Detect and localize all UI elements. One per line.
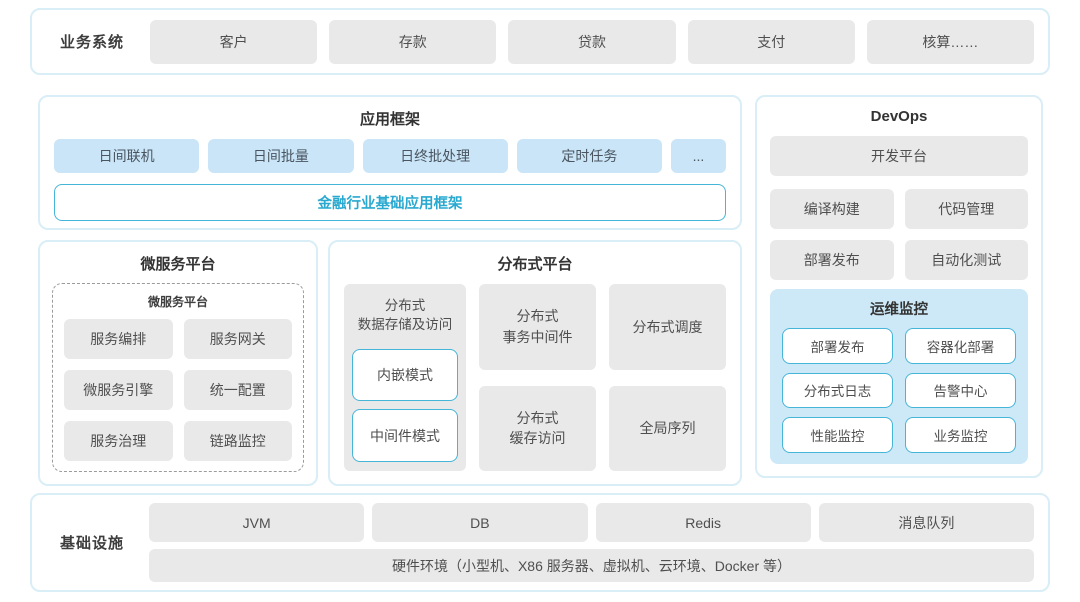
- app-framework-panel: 应用框架 日间联机 日间批量 日终批处理 定时任务 ... 金融行业基础应用框架: [38, 95, 742, 230]
- middle-area: 应用框架 日间联机 日间批量 日终批处理 定时任务 ... 金融行业基础应用框架…: [38, 95, 1043, 486]
- devops-item-build: 编译构建: [770, 189, 894, 229]
- business-item-payment: 支付: [687, 19, 855, 64]
- business-system-row: 客户 存款 贷款 支付 核算……: [150, 19, 1035, 64]
- devops-dev-platform: 开发平台: [770, 136, 1028, 176]
- microservice-dashed-container: 微服务平台 服务编排 服务网关 微服务引擎 统一配置 服务治理 链路监控: [52, 283, 304, 472]
- infrastructure-content: JVM DB Redis 消息队列 硬件环境（小型机、X86 服务器、虚拟机、云…: [149, 503, 1034, 582]
- microservice-panel: 微服务平台 微服务平台 服务编排 服务网关 微服务引擎 统一配置 服务治理 链路…: [38, 240, 318, 486]
- app-framework-item-daytime-online: 日间联机: [54, 139, 200, 173]
- devops-panel: DevOps 开发平台 编译构建 代码管理 部署发布 自动化测试 运维监控 部署…: [755, 95, 1043, 478]
- storage-mode-middleware: 中间件模式: [352, 409, 458, 462]
- infra-item-db: DB: [372, 503, 588, 542]
- distributed-storage-box: 分布式 数据存储及访问 内嵌模式 中间件模式: [344, 284, 466, 471]
- infrastructure-row: JVM DB Redis 消息队列: [149, 503, 1034, 542]
- microservice-item-engine: 微服务引擎: [64, 370, 173, 410]
- distributed-panel: 分布式平台 分布式 数据存储及访问 内嵌模式 中间件模式 分布式 事务中间件 分…: [328, 240, 742, 486]
- middle-left-column: 应用框架 日间联机 日间批量 日终批处理 定时任务 ... 金融行业基础应用框架…: [38, 95, 742, 486]
- business-item-accounting: 核算……: [866, 19, 1035, 64]
- distributed-storage-title: 分布式 数据存储及访问: [357, 298, 453, 332]
- distributed-column-3: 分布式调度 全局序列: [609, 284, 726, 471]
- distributed-item-transaction-middleware: 分布式 事务中间件: [479, 284, 596, 370]
- devops-item-deploy-release: 部署发布: [770, 240, 894, 280]
- business-item-customer: 客户: [150, 19, 318, 64]
- business-item-deposit: 存款: [329, 19, 497, 64]
- infrastructure-label: 基础设施: [59, 535, 124, 552]
- devops-grid: 编译构建 代码管理 部署发布 自动化测试: [770, 189, 1028, 280]
- monitoring-item-performance: 性能监控: [782, 417, 893, 453]
- app-framework-item-eod-batch: 日终批处理: [362, 139, 508, 173]
- financial-base-framework-box: 金融行业基础应用框架: [54, 184, 726, 221]
- ops-monitoring-title: 运维监控: [870, 302, 928, 318]
- infrastructure-panel: 基础设施 JVM DB Redis 消息队列 硬件环境（小型机、X86 服务器、…: [30, 493, 1050, 592]
- infra-item-mq: 消息队列: [818, 503, 1034, 542]
- business-system-label: 业务系统: [59, 34, 124, 51]
- distributed-column-2: 分布式 事务中间件 分布式 缓存访问: [479, 284, 596, 471]
- devops-item-auto-test: 自动化测试: [904, 240, 1028, 280]
- microservice-item-governance: 服务治理: [64, 421, 173, 461]
- microservice-grid: 服务编排 服务网关 微服务引擎 统一配置 服务治理 链路监控: [64, 319, 292, 461]
- microservice-item-config: 统一配置: [183, 370, 292, 410]
- infra-item-jvm: JVM: [149, 503, 365, 542]
- app-framework-item-scheduled-task: 定时任务: [516, 139, 662, 173]
- distributed-item-cache-access: 分布式 缓存访问: [479, 385, 596, 471]
- microservice-item-orchestration: 服务编排: [64, 319, 173, 359]
- monitoring-item-business: 业务监控: [905, 417, 1016, 453]
- devops-item-code-mgmt: 代码管理: [904, 189, 1028, 229]
- distributed-item-scheduling: 分布式调度: [609, 284, 726, 370]
- business-system-panel: 业务系统 客户 存款 贷款 支付 核算……: [30, 8, 1050, 75]
- infra-item-redis: Redis: [595, 503, 811, 542]
- app-framework-item-more: ...: [671, 139, 726, 173]
- middle-left-bottom-row: 微服务平台 微服务平台 服务编排 服务网关 微服务引擎 统一配置 服务治理 链路…: [38, 240, 742, 486]
- distributed-item-global-sequence: 全局序列: [609, 385, 726, 471]
- business-item-loan: 贷款: [508, 19, 676, 64]
- devops-title: DevOps: [870, 108, 928, 125]
- monitoring-item-deploy: 部署发布: [782, 328, 893, 364]
- app-framework-row: 日间联机 日间批量 日终批处理 定时任务 ...: [54, 139, 726, 173]
- hardware-environment-box: 硬件环境（小型机、X86 服务器、虚拟机、云环境、Docker 等）: [149, 549, 1034, 582]
- ops-monitoring-container: 运维监控 部署发布 容器化部署 分布式日志 告警中心 性能监控 业务监控: [770, 289, 1028, 464]
- distributed-grid: 分布式 数据存储及访问 内嵌模式 中间件模式 分布式 事务中间件 分布式 缓存访…: [344, 284, 726, 471]
- monitoring-item-alert-center: 告警中心: [905, 372, 1016, 409]
- distributed-title: 分布式平台: [497, 256, 573, 273]
- ops-monitoring-grid: 部署发布 容器化部署 分布式日志 告警中心 性能监控 业务监控: [782, 328, 1016, 453]
- microservice-item-gateway: 服务网关: [183, 319, 292, 359]
- microservice-item-tracing: 链路监控: [183, 421, 292, 461]
- microservice-title: 微服务平台: [140, 256, 216, 273]
- monitoring-item-container-deploy: 容器化部署: [905, 328, 1016, 364]
- app-framework-title: 应用框架: [359, 111, 420, 128]
- monitoring-item-distributed-log: 分布式日志: [782, 372, 893, 409]
- microservice-inner-title: 微服务平台: [147, 295, 208, 309]
- app-framework-item-daytime-batch: 日间批量: [208, 139, 354, 173]
- storage-mode-embedded: 内嵌模式: [352, 348, 458, 402]
